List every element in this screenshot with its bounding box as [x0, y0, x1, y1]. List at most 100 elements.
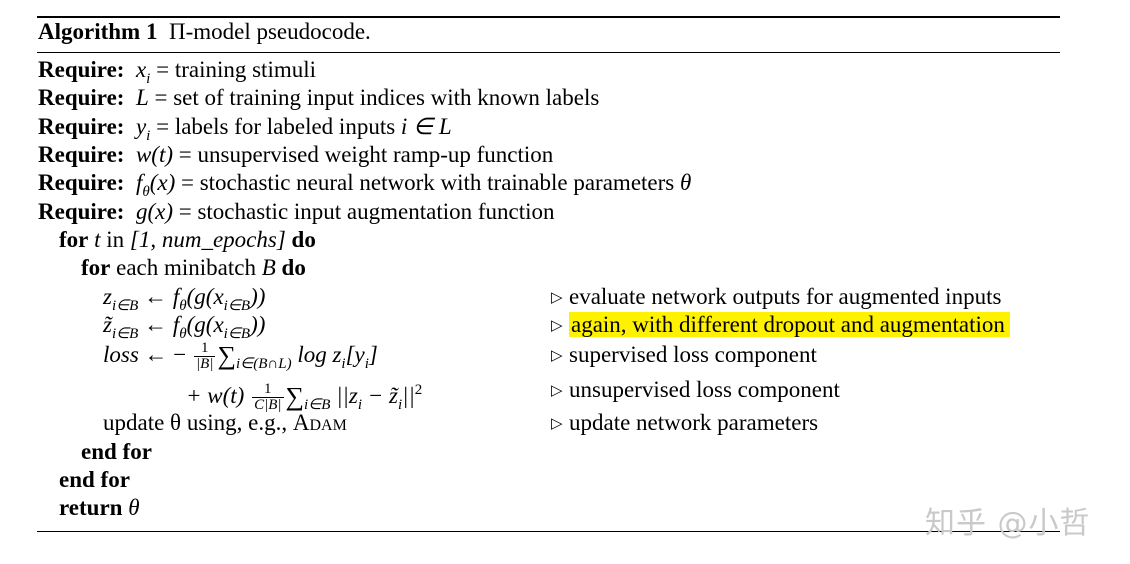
- comment-text: evaluate network outputs for augmented i…: [569, 284, 1002, 309]
- for-keyword: for: [59, 227, 89, 252]
- require-line-1: Require: xi = training stimuli: [38, 56, 316, 93]
- comment-triangle-icon: ▷: [551, 383, 563, 399]
- comment-2: ▷ again, with different dropout and augme…: [551, 311, 1010, 340]
- loop-variable: t: [94, 227, 101, 252]
- end-for-outer: end for: [59, 467, 130, 492]
- update-text: update θ using, e.g.,: [103, 410, 293, 435]
- require-keyword: Require:: [38, 170, 125, 195]
- require-line-6: Require: g(x) = stochastic input augment…: [38, 198, 555, 226]
- comment-text: supervised loss component: [569, 342, 817, 367]
- require-keyword: Require:: [38, 199, 125, 224]
- bottom-rule: [37, 531, 1060, 532]
- require-line-4: Require: w(t) = unsupervised weight ramp…: [38, 141, 553, 169]
- require-text: = stochastic input augmentation function: [172, 199, 555, 224]
- top-rule: [37, 16, 1060, 18]
- fraction: 1|B|: [194, 341, 216, 372]
- require-keyword: Require:: [38, 142, 125, 167]
- subscript: i∈B: [111, 298, 139, 314]
- do-keyword: do: [281, 255, 306, 280]
- subscript: i∈(B∩L): [236, 356, 292, 372]
- subscript: i∈B: [111, 326, 139, 342]
- comment-text: update network parameters: [569, 410, 819, 435]
- subscript: θ: [179, 326, 187, 342]
- loss-line: loss ← − 1|B|∑i∈(B∩L) log zi[yi]: [103, 341, 378, 378]
- watermark: 知乎 @小哲: [925, 506, 1091, 541]
- subscript: θ: [179, 298, 187, 314]
- assign-text: ← f: [138, 284, 180, 309]
- require-text: = unsupervised weight ramp-up function: [173, 142, 554, 167]
- math-symbol: g(x): [135, 199, 173, 224]
- end-for-inner: end for: [81, 439, 152, 464]
- expr-text: )): [250, 284, 266, 309]
- expr-text: ||: [402, 383, 415, 408]
- algorithm-title: Algorithm 1 Π-model pseudocode.: [38, 19, 371, 45]
- require-line-5: Require: fθ(x) = stochastic neural netwo…: [38, 169, 691, 206]
- require-text: = stochastic neural network with trainab…: [175, 170, 680, 195]
- loop-range: [1, num_epochs]: [129, 227, 286, 252]
- math-subscript: i: [146, 128, 151, 144]
- algorithm-caption: Π-model pseudocode.: [168, 19, 371, 44]
- expr-text: log z: [291, 342, 342, 367]
- comment-3: ▷supervised loss component: [551, 341, 817, 370]
- subscript: i: [397, 397, 403, 413]
- do-keyword: do: [291, 227, 316, 252]
- z-tilde-var: z̃: [103, 312, 112, 337]
- comment-text-highlighted: again, with different dropout and augmen…: [569, 312, 1010, 337]
- require-text: = labels for labeled inputs: [150, 114, 401, 139]
- loss-var: loss: [103, 342, 139, 367]
- algorithm-label: Algorithm 1: [38, 19, 158, 44]
- comment-triangle-icon: ▷: [551, 318, 563, 334]
- math-tail: θ: [679, 170, 692, 195]
- require-line-2: Require: L = set of training input indic…: [38, 84, 599, 112]
- math-symbol: w(t): [135, 142, 174, 167]
- expr-text: [y: [345, 342, 365, 367]
- math-symbol: (x): [149, 170, 176, 195]
- return-line: return θ: [59, 494, 140, 522]
- fraction-numerator: 1: [252, 382, 284, 399]
- require-keyword: Require:: [38, 57, 125, 82]
- expr-text: + w(t): [186, 383, 245, 408]
- math-subscript: θ: [142, 184, 150, 200]
- comment-text: unsupervised loss component: [569, 377, 840, 402]
- expr-text: (g(x: [186, 284, 224, 309]
- require-text: = training stimuli: [150, 57, 317, 82]
- loop-variable: B: [261, 255, 276, 280]
- minibatch-text: each minibatch: [116, 255, 256, 280]
- z-var: z: [103, 284, 112, 309]
- require-keyword: Require:: [38, 114, 125, 139]
- subscript: i: [357, 397, 362, 413]
- subscript: i∈B: [223, 326, 251, 342]
- sum-symbol: ∑: [217, 341, 236, 370]
- assign-text: ← −: [138, 342, 187, 367]
- update-line: update θ using, e.g., Adam: [103, 409, 347, 437]
- subscript: i: [341, 356, 346, 372]
- eval-tilde-line: z̃i∈B ← fθ(g(xi∈B)): [103, 311, 265, 348]
- sum-symbol: ∑: [285, 382, 305, 411]
- math-symbol: x: [135, 57, 147, 82]
- subscript: i: [364, 356, 369, 372]
- expr-text: )): [250, 312, 266, 337]
- comment-4: ▷ unsupervised loss component: [551, 376, 840, 405]
- comment-1: ▷ evaluate network outputs for augmented …: [551, 283, 1001, 312]
- math-symbol: y: [135, 114, 147, 139]
- math-symbol: f: [135, 170, 143, 195]
- optimizer-name: Adam: [292, 410, 347, 435]
- for-keyword: for: [81, 255, 111, 280]
- fraction-numerator: 1: [194, 341, 216, 358]
- in-text: in: [106, 227, 125, 252]
- expr-text: ]: [368, 342, 378, 367]
- math-tail: i ∈ L: [400, 114, 452, 139]
- for-epochs-line: for t in [1, num_epochs] do: [59, 226, 316, 254]
- comment-5: ▷ update network parameters: [551, 409, 818, 438]
- superscript: 2: [414, 382, 423, 398]
- comment-triangle-icon: ▷: [551, 290, 563, 306]
- subscript: i∈B: [304, 397, 331, 413]
- expr-text: (g(x: [186, 312, 224, 337]
- comment-triangle-icon: ▷: [551, 416, 563, 432]
- return-keyword: return: [59, 495, 123, 520]
- expr-text: − z̃: [361, 383, 398, 408]
- math-symbol: L: [135, 85, 149, 110]
- require-line-3: Require: yi = labels for labeled inputs …: [38, 113, 452, 150]
